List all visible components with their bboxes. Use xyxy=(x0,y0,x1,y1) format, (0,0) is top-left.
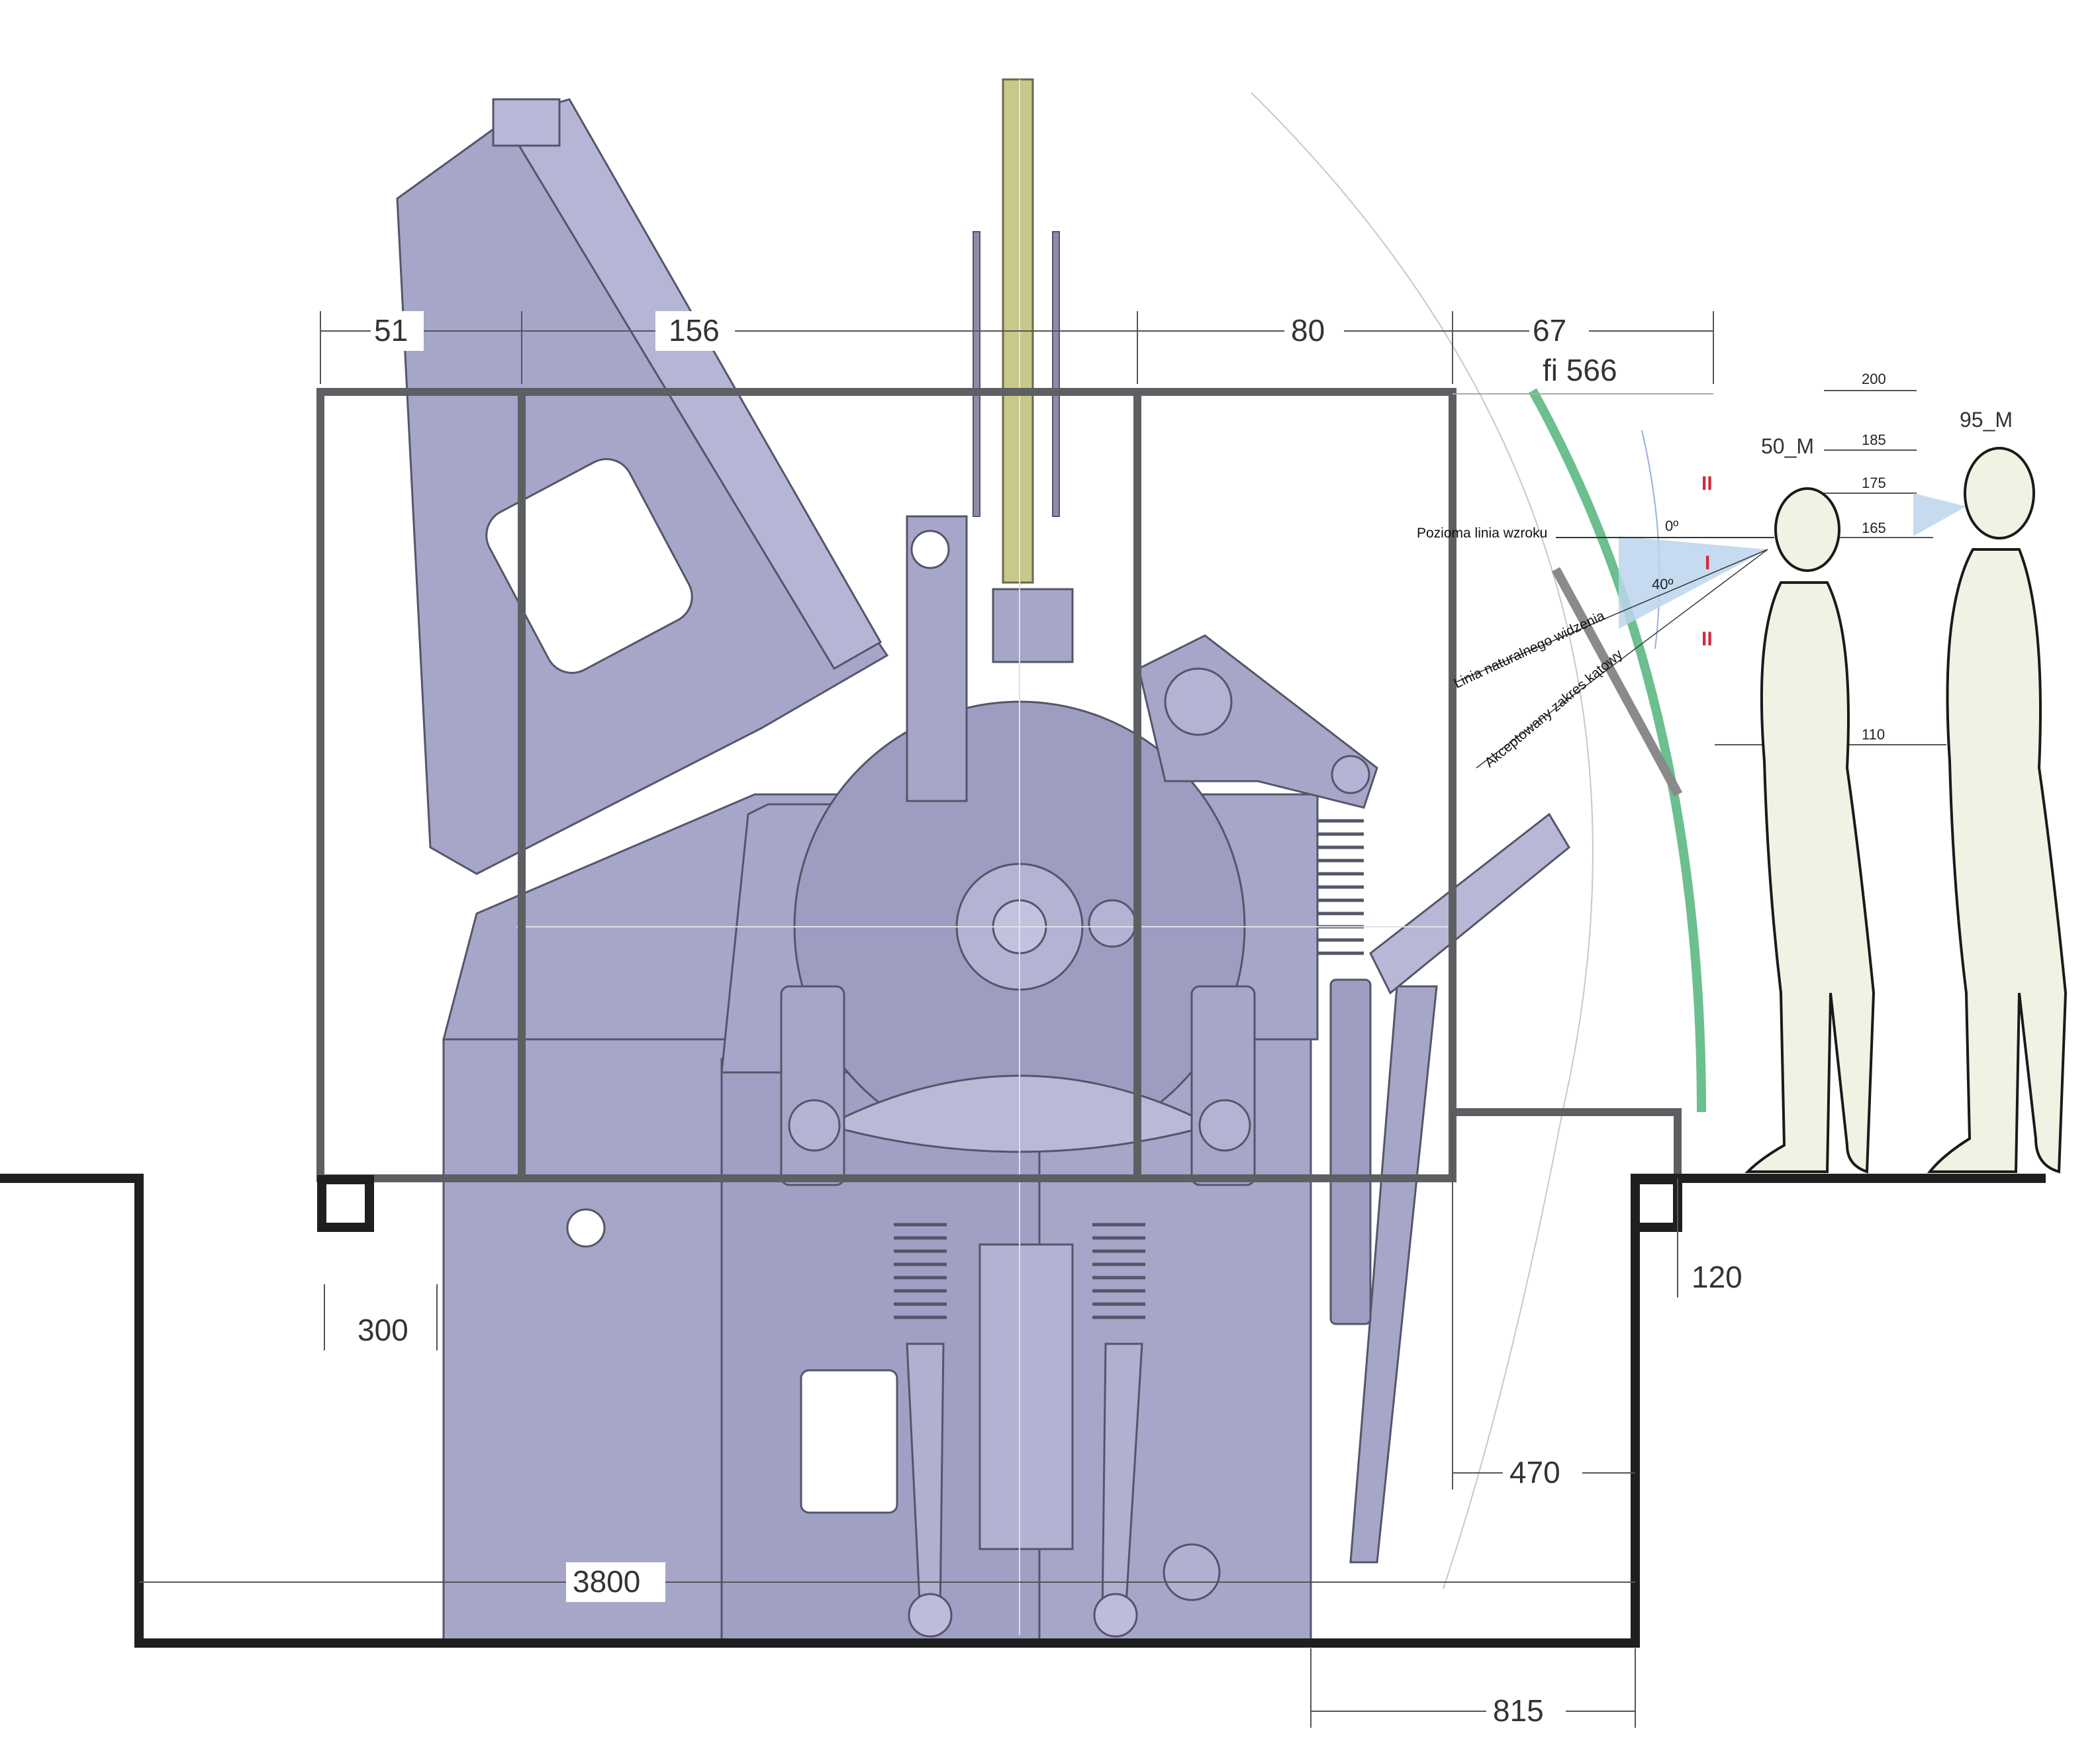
model-95m: 95_M xyxy=(1960,408,2013,432)
height-165: 165 xyxy=(1862,520,1886,536)
bg-80 xyxy=(1284,311,1344,351)
bg-51 xyxy=(371,311,424,351)
sight-line-natural xyxy=(1456,549,1768,683)
foot-right xyxy=(1093,1593,1138,1638)
height-200: 200 xyxy=(1862,371,1886,387)
springs xyxy=(894,819,1364,1319)
dim-120: 120 xyxy=(1692,1260,1742,1294)
bg-470 xyxy=(1503,1453,1582,1493)
dim-3800: 3800 xyxy=(573,1564,640,1599)
rocker-end xyxy=(1331,755,1370,794)
left-lower-spring xyxy=(894,1223,947,1319)
lower-hole xyxy=(566,1208,606,1248)
right-strut xyxy=(1349,985,1438,1564)
model-50m: 50_M xyxy=(1761,434,1814,458)
bg-3800 xyxy=(566,1562,665,1602)
frame-grid xyxy=(316,388,1682,1182)
top-post-hole xyxy=(910,530,950,569)
rod-left xyxy=(973,231,980,517)
right-support xyxy=(1190,985,1256,1186)
right-lower-spring xyxy=(1092,1223,1145,1319)
dim-156: 156 xyxy=(669,313,720,348)
bg-815 xyxy=(1486,1691,1566,1731)
figure-95m xyxy=(1927,447,2068,1174)
vision-cone-50 xyxy=(1619,536,1768,629)
arm-motor xyxy=(492,98,561,147)
figure-50m xyxy=(1744,487,1876,1174)
frame-step xyxy=(1453,1108,1682,1178)
bg-67 xyxy=(1529,311,1589,351)
dim-470: 470 xyxy=(1509,1455,1560,1489)
right-cylinder xyxy=(1329,978,1372,1325)
label-horizontal-line: Pozioma linia wzroku xyxy=(1417,526,1547,541)
floor-pit xyxy=(0,1174,2046,1648)
pit-outline xyxy=(0,1174,2046,1648)
dim-51: 51 xyxy=(374,313,408,348)
frame-outer xyxy=(316,388,1456,1182)
ergonomics: 200 185 175 165 110 50_M 95_M Pozioma li… xyxy=(1417,371,2068,1174)
bg-156 xyxy=(655,311,735,351)
feed-chute xyxy=(1369,812,1570,995)
vision-cone-95 xyxy=(1913,493,1966,536)
corner-box-left xyxy=(317,1175,374,1232)
corner-box-right xyxy=(1631,1175,1682,1232)
dimension-labels: 51 156 80 67 fi 566 300 3800 470 120 815 xyxy=(351,311,1742,1731)
center-column xyxy=(978,1243,1074,1550)
dim-80: 80 xyxy=(1291,313,1325,348)
top-block xyxy=(992,588,1074,663)
angle-40: 40º xyxy=(1652,576,1674,592)
foot-left xyxy=(908,1593,953,1638)
drain-cover xyxy=(1163,1543,1221,1601)
rod-right xyxy=(1052,231,1060,517)
zone-marker-bottom: II xyxy=(1701,628,1713,650)
dim-815: 815 xyxy=(1493,1693,1544,1728)
right-spring xyxy=(1317,819,1364,955)
sight-line-accepted xyxy=(1476,549,1768,769)
lower-window xyxy=(800,1369,898,1514)
height-175: 175 xyxy=(1862,475,1886,491)
height-185: 185 xyxy=(1862,432,1886,448)
construction-arc xyxy=(1251,92,1594,1589)
machine xyxy=(396,98,1570,1646)
left-lower-hub xyxy=(788,1099,841,1152)
dim-fi566: fi 566 xyxy=(1543,353,1617,387)
angle-0: 0º xyxy=(1665,518,1678,534)
right-lower-hub xyxy=(1198,1099,1251,1152)
rocker-pivot xyxy=(1164,667,1233,736)
zone-marker-mid: I xyxy=(1705,552,1710,574)
bg-300 xyxy=(351,1311,424,1350)
height-110: 110 xyxy=(1862,726,1885,743)
zone-marker-top: II xyxy=(1701,473,1713,495)
left-support xyxy=(780,985,845,1186)
dim-300: 300 xyxy=(358,1313,408,1347)
display-panel xyxy=(1551,567,1683,797)
dim-67: 67 xyxy=(1533,313,1566,348)
display-screen xyxy=(1528,388,1706,1113)
dimension-lines xyxy=(139,311,1714,1728)
drum-small-gear xyxy=(1088,899,1137,948)
